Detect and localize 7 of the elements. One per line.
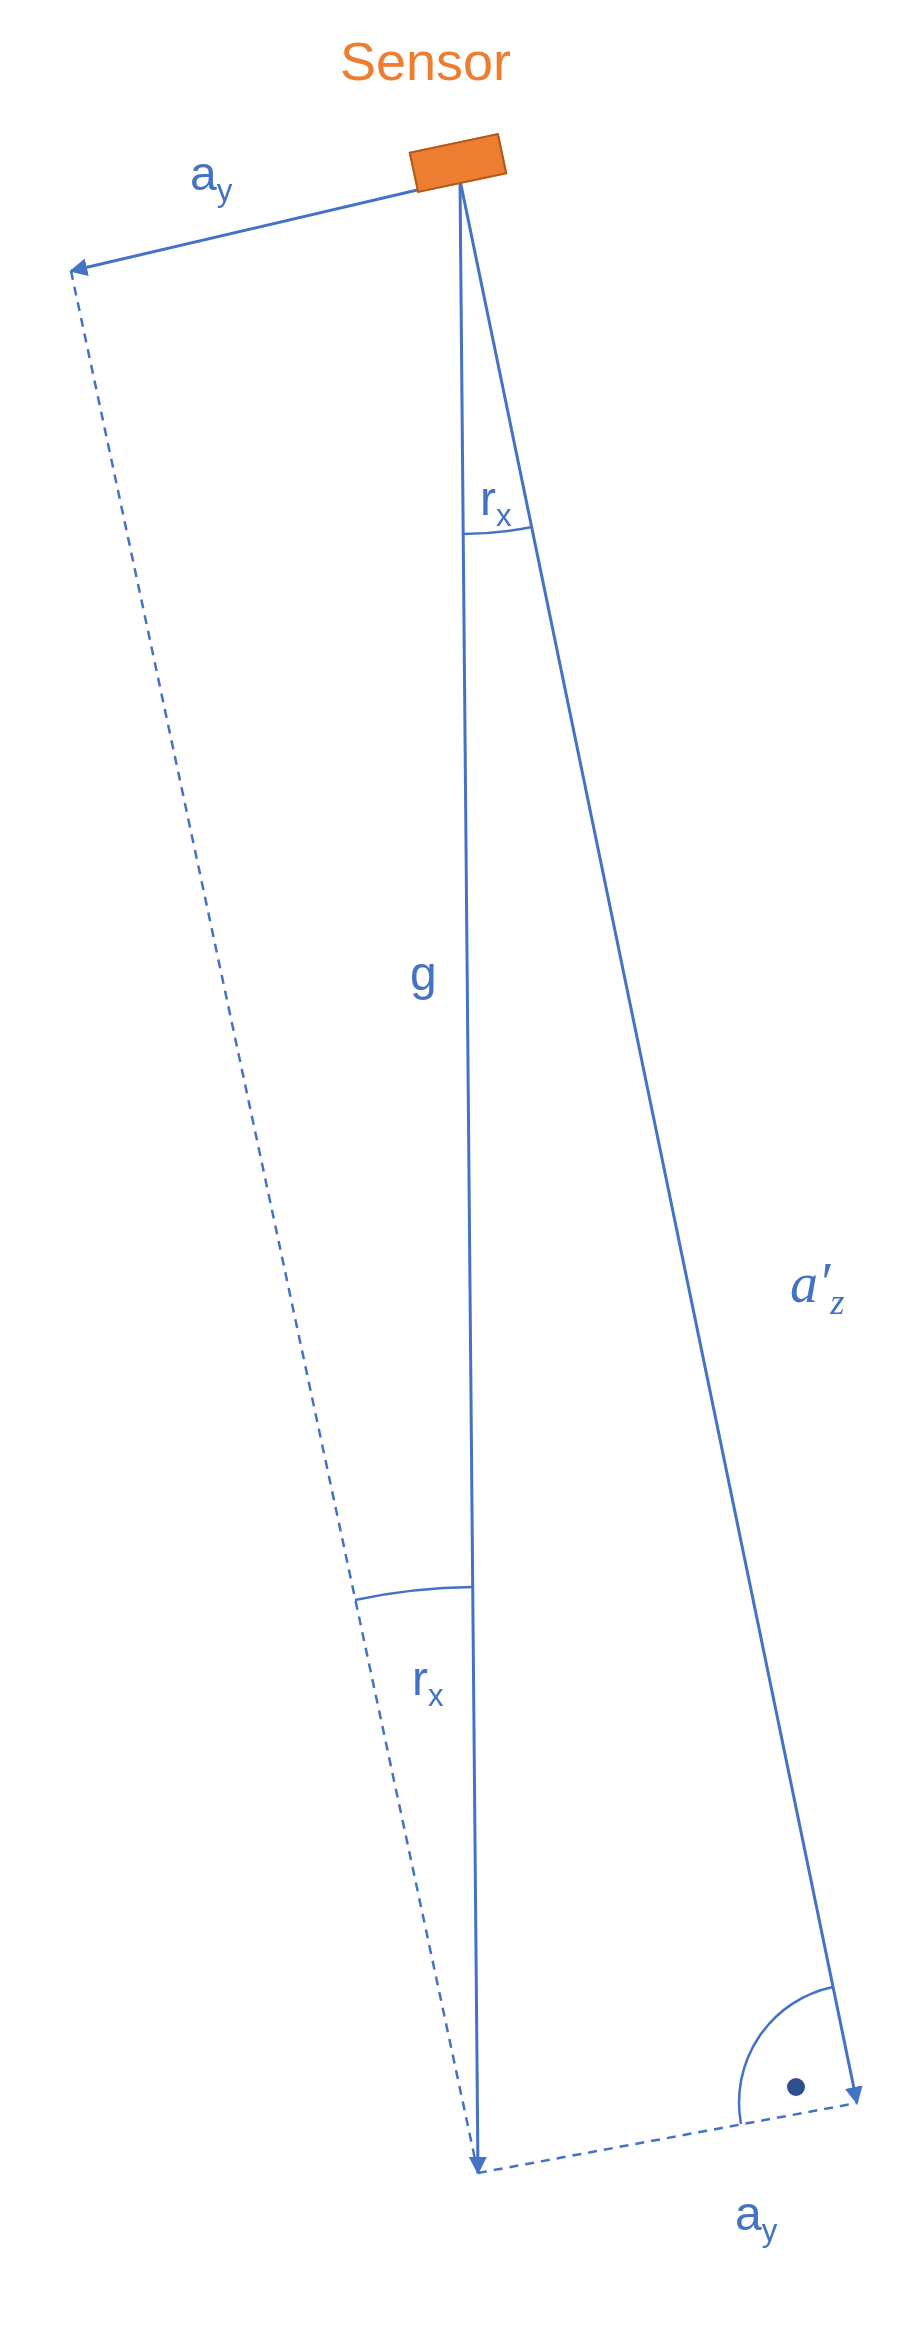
- vector-label: r$_{x}$: [412, 1655, 444, 1711]
- vector-label: a$_{y}$: [735, 2190, 778, 2246]
- vector-label: a′$_{z}$: [790, 1255, 845, 1321]
- vector-label: g: [410, 950, 437, 998]
- sensor-label: Sensor: [340, 34, 512, 88]
- vector-label: a$_{y}$: [190, 150, 233, 206]
- vector-label: r$_{x}$: [480, 475, 512, 531]
